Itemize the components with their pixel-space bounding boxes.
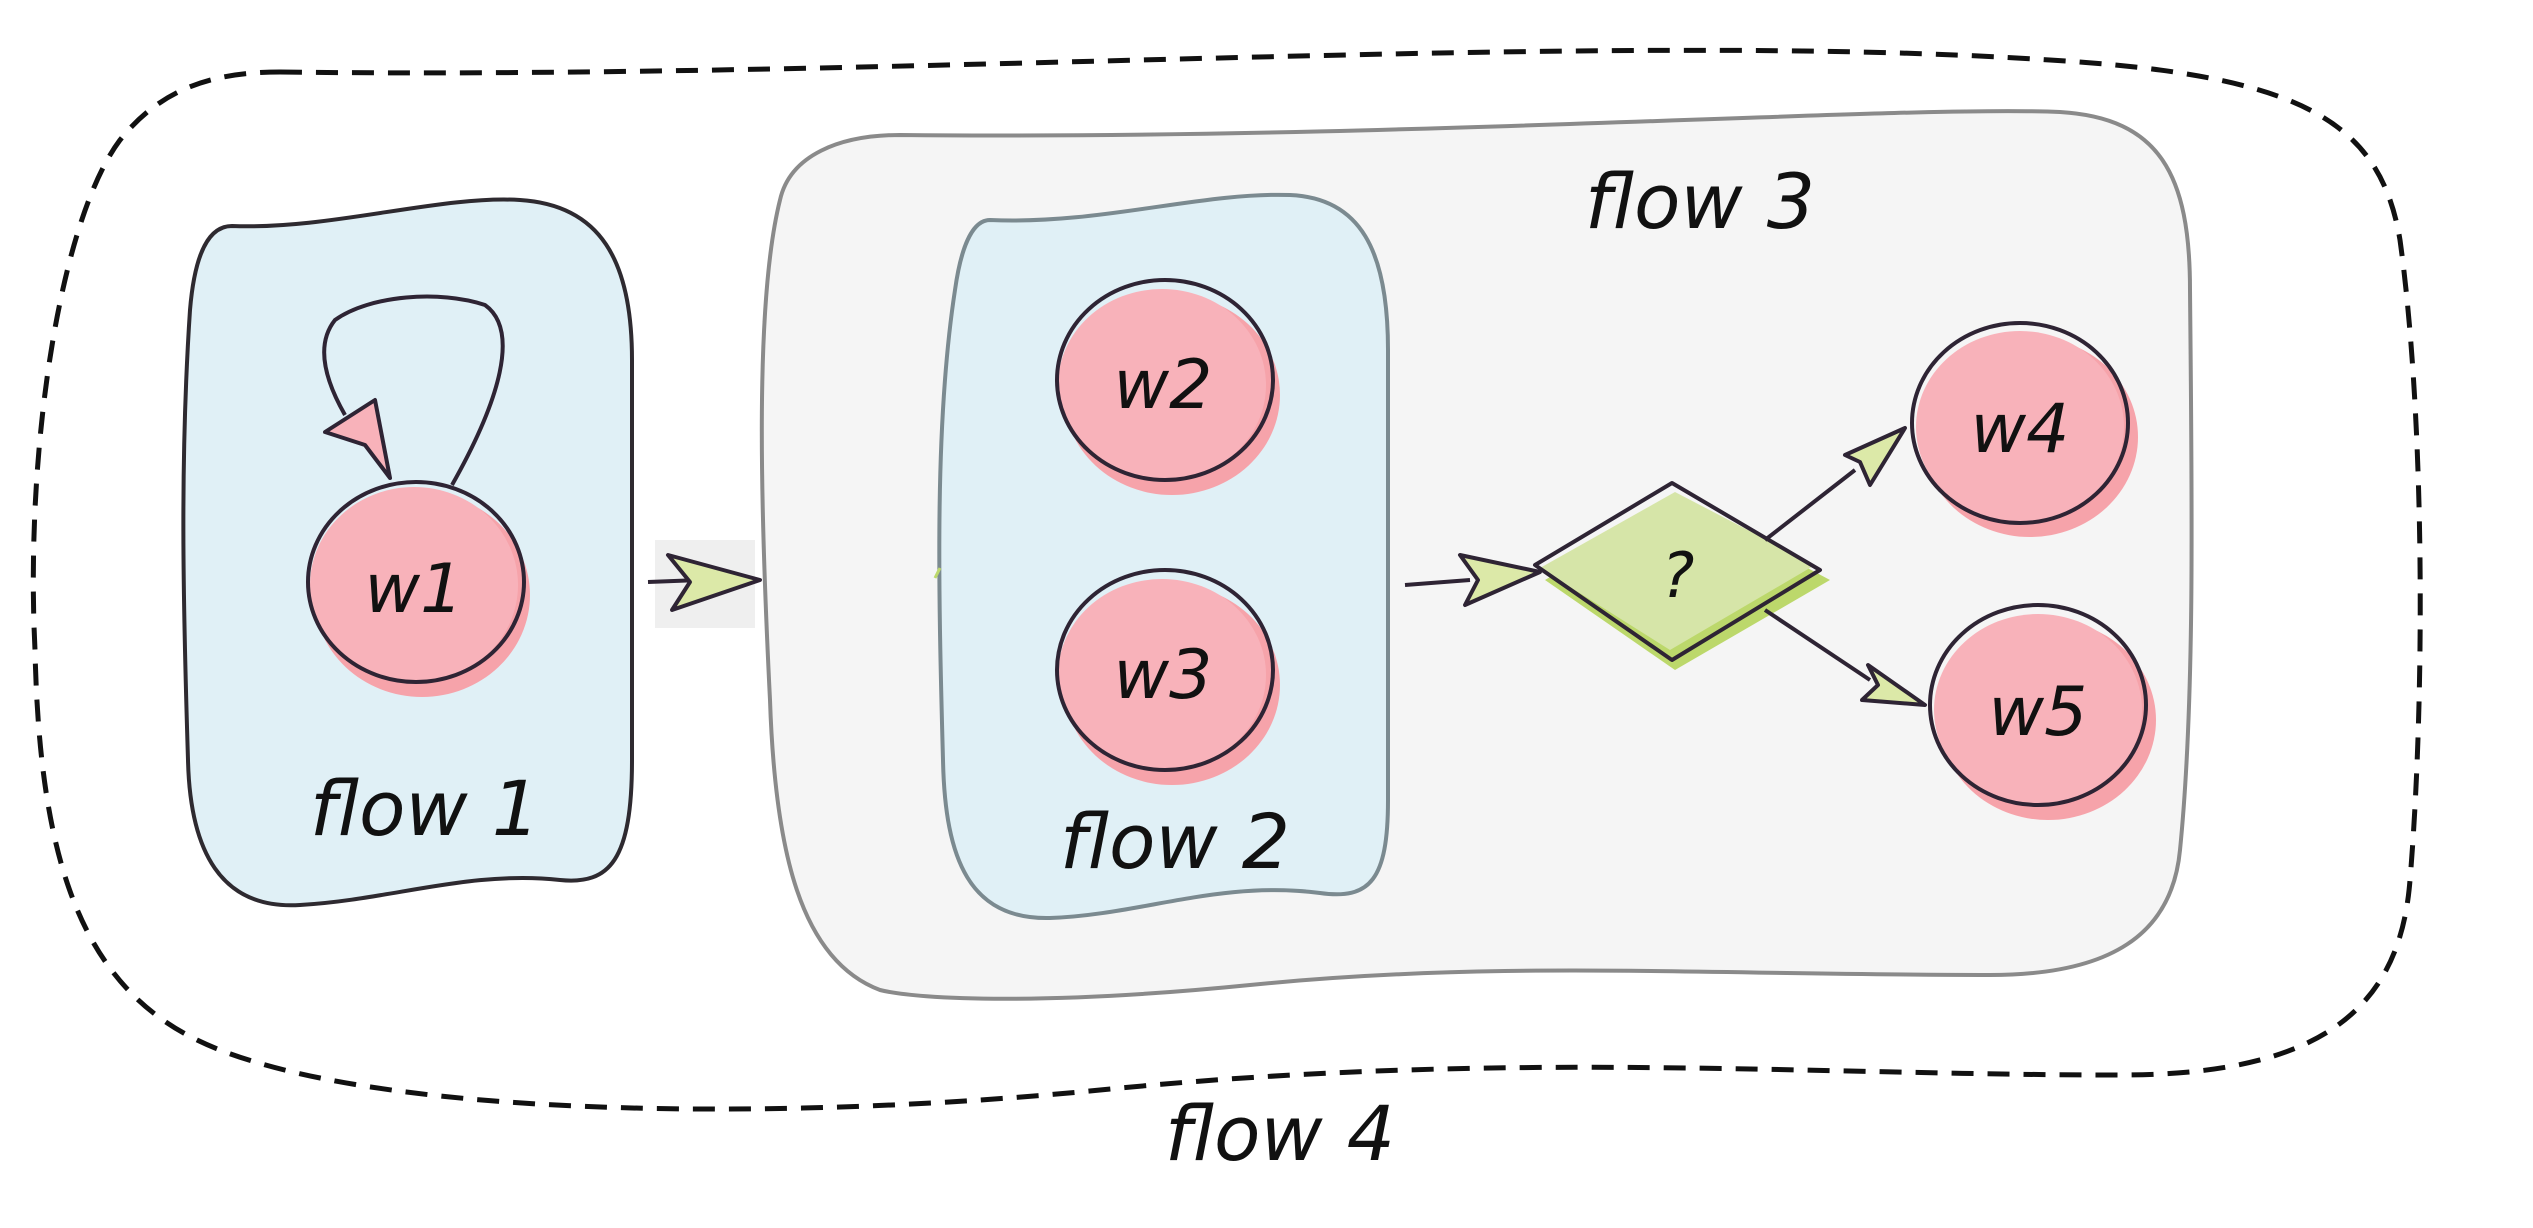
- flow4-boundary: [30, 47, 2423, 1112]
- flow2-label: flow 2: [1060, 797, 1290, 886]
- node-w3: [1055, 568, 1280, 785]
- flow2-to-decision-arrowhead: [1458, 553, 1542, 607]
- node-w2: [1055, 278, 1280, 495]
- decision-to-w4-arrowhead: [1843, 426, 1907, 487]
- decision-diamond: [1533, 481, 1830, 670]
- w1-label: w1: [365, 550, 464, 629]
- flow1-to-flow3-arrowhead: [666, 553, 762, 612]
- decision-to-w5-arrowhead: [1860, 663, 1927, 707]
- node-w4: [1910, 321, 2138, 537]
- w3-label: w3: [1114, 636, 1213, 715]
- w2-label: w2: [1114, 346, 1213, 425]
- w5-label: w5: [1989, 673, 2088, 752]
- node-w5: [1928, 603, 2156, 820]
- decision-to-w5-line: [1763, 608, 1872, 682]
- flow4-label: flow 4: [1165, 1089, 1395, 1178]
- flow1-label: flow 1: [310, 764, 540, 853]
- flow3-entry-tick: [933, 567, 942, 579]
- decision-to-w4-line: [1763, 468, 1857, 542]
- w1-self-loop-arrowhead: [323, 398, 392, 480]
- flow2-to-decision-line: [1404, 578, 1471, 587]
- node-w1: [306, 480, 530, 697]
- w1-self-loop: [322, 294, 505, 486]
- w4-label: w4: [1971, 390, 2070, 469]
- decision-label: ?: [1662, 539, 1695, 612]
- flow3-label: flow 3: [1585, 157, 1815, 246]
